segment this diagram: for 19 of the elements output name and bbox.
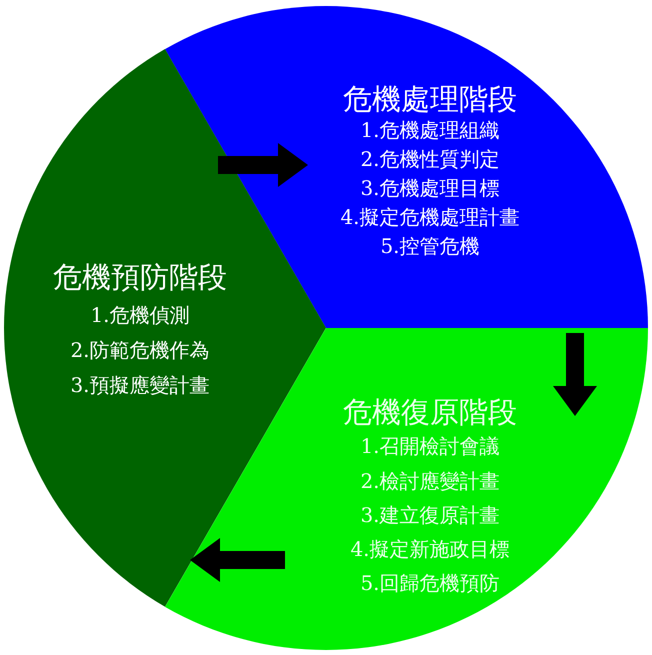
list-item: 4.擬定危機處理計畫: [340, 204, 520, 231]
list-item: 5.控管危機: [380, 233, 480, 260]
list-item: 3.危機處理目標: [360, 175, 500, 202]
arrow: [553, 333, 597, 416]
list-item: 2.危機性質判定: [360, 146, 500, 173]
list-item: 3.建立復原計畫: [360, 502, 500, 529]
list-item: 1.危機偵測: [90, 302, 190, 329]
list-item: 4.擬定新施政目標: [350, 536, 510, 563]
arrow: [190, 538, 285, 582]
stage-heading: 危機預防階段: [53, 258, 227, 296]
stage-heading: 危機處理階段: [343, 81, 517, 118]
list-item: 1.危機處理組織: [360, 117, 500, 144]
list-item: 3.預擬應變計畫: [70, 372, 210, 399]
list-item: 5.回歸危機預防: [360, 570, 500, 597]
list-item: 1.召開檢討會議: [360, 433, 500, 460]
arrow: [218, 143, 308, 187]
list-item: 2.防範危機作為: [70, 336, 210, 364]
list-item: 2.檢討應變計畫: [360, 468, 500, 495]
stage-heading: 危機復原階段: [343, 394, 517, 431]
